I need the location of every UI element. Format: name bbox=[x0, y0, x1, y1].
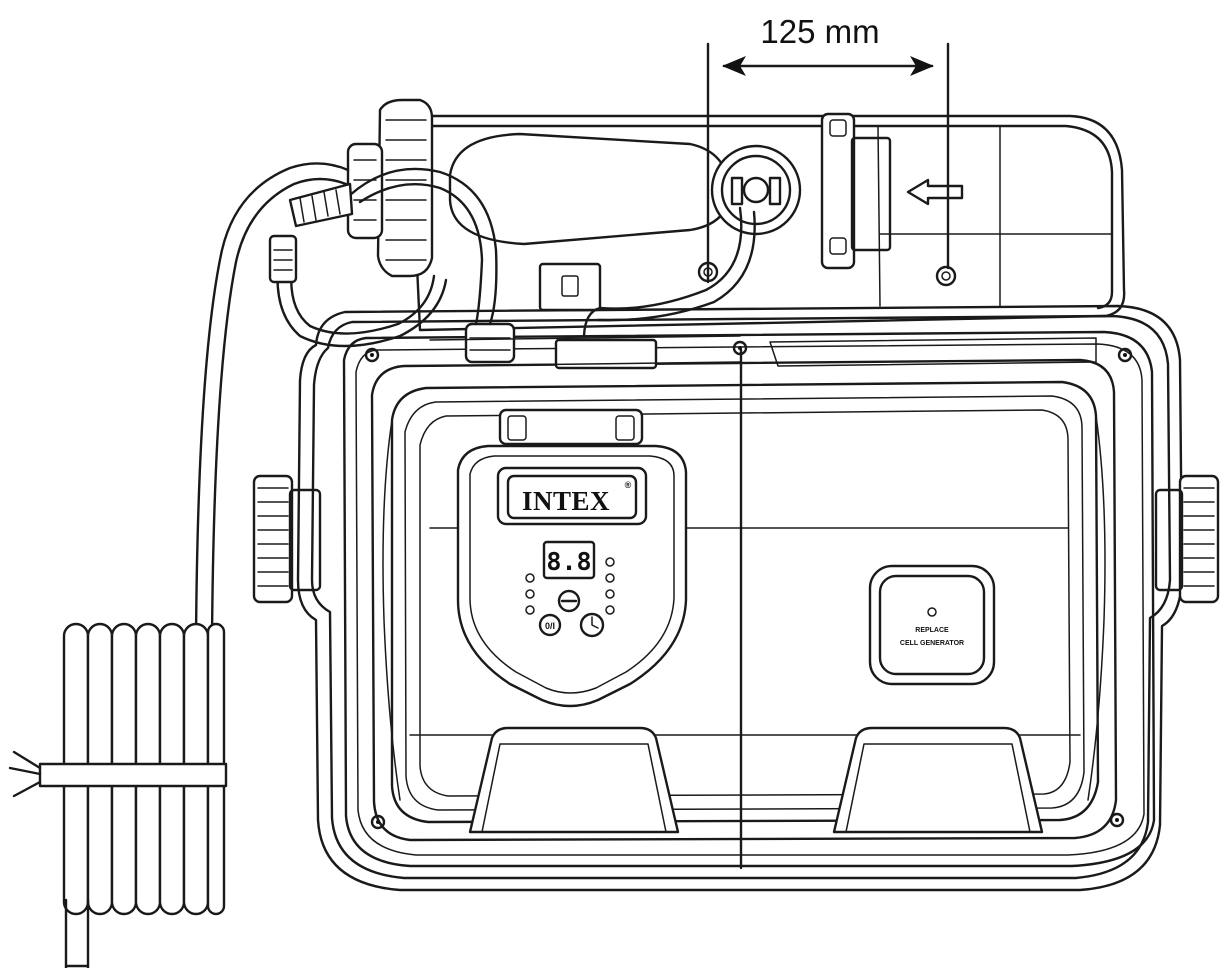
digital-display bbox=[542, 540, 596, 580]
select-button[interactable] bbox=[557, 589, 581, 613]
registered-mark: ® bbox=[625, 480, 632, 490]
plug-connector bbox=[268, 182, 354, 284]
coiled-cord bbox=[8, 622, 228, 968]
panel-hinge bbox=[498, 408, 644, 446]
sensor-port-icon bbox=[935, 265, 957, 287]
sensor-port-icon bbox=[697, 261, 719, 283]
timer-button[interactable] bbox=[579, 612, 605, 638]
dimension-annotation: 125 mm bbox=[706, 13, 950, 284]
right-port bbox=[1154, 474, 1220, 604]
power-button[interactable]: 0/I bbox=[538, 613, 562, 637]
replace-label-line1: REPLACE bbox=[915, 627, 949, 634]
cables bbox=[194, 162, 756, 642]
power-button-label: 0/I bbox=[545, 621, 555, 631]
screw-icon bbox=[732, 340, 748, 356]
indicator-leds-left bbox=[525, 573, 535, 615]
top-chamber bbox=[408, 112, 1126, 370]
screws bbox=[364, 340, 1133, 830]
screw-icon bbox=[1117, 347, 1133, 363]
display-value: 8.8 bbox=[546, 547, 591, 576]
cell-fitting bbox=[710, 144, 802, 236]
dimension-label: 125 mm bbox=[760, 13, 879, 50]
replace-indicator-led bbox=[927, 607, 937, 617]
screw-icon bbox=[370, 814, 386, 830]
screw-icon bbox=[364, 347, 380, 363]
control-panel: INTEX ® 8.8 0/I bbox=[456, 408, 688, 708]
brand-logo: INTEX bbox=[522, 486, 610, 516]
screw-icon bbox=[1109, 812, 1125, 828]
indicator-leds-right bbox=[605, 557, 615, 615]
replace-generator-panel: REPLACE CELL GENERATOR bbox=[868, 564, 996, 686]
basin bbox=[370, 348, 1118, 870]
replace-label-line2: CELL GENERATOR bbox=[900, 640, 964, 647]
flow-arrow-icon bbox=[906, 178, 964, 206]
clock-icon bbox=[591, 616, 599, 629]
left-port bbox=[252, 474, 322, 604]
clamp bbox=[820, 112, 892, 270]
